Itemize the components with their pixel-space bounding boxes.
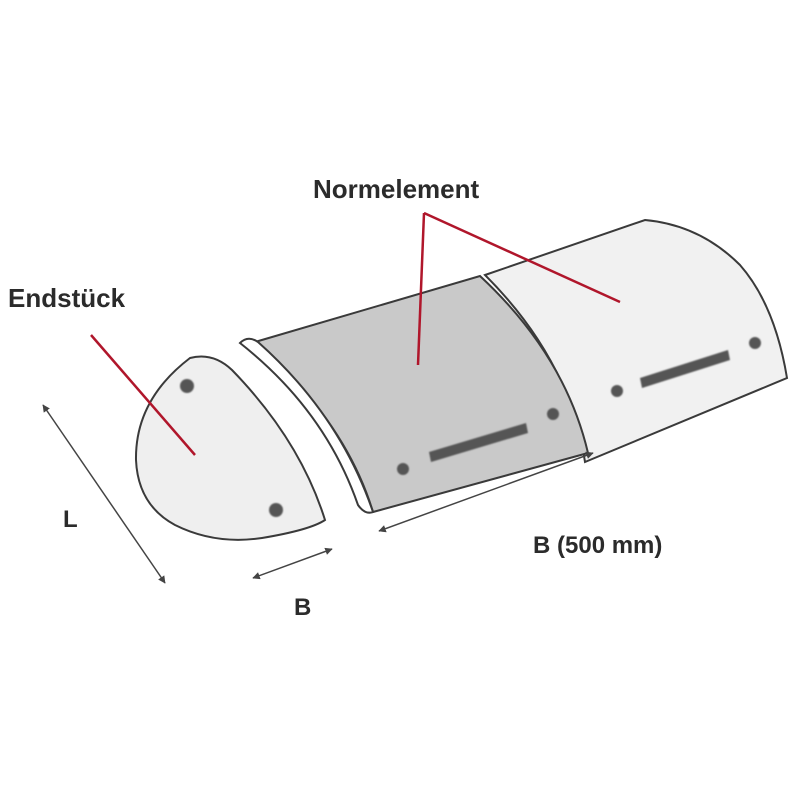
mounting-hole-icon	[749, 337, 761, 349]
label-width-normal: B (500 mm)	[533, 532, 662, 559]
reflector-slot-icon	[640, 350, 730, 388]
width-end-arrow	[252, 547, 333, 580]
label-length: L	[63, 506, 78, 533]
leader-lines	[90, 211, 621, 456]
mounting-hole-icon	[547, 408, 559, 420]
mounting-hole-icon	[180, 379, 194, 393]
dimension-arrows	[42, 404, 594, 584]
label-endstueck: Endstück	[8, 283, 126, 313]
length-arrow	[42, 404, 166, 584]
mounting-hole-icon	[397, 463, 409, 475]
mounting-hole-icon	[269, 503, 283, 517]
mounting-hole-icon	[611, 385, 623, 397]
width-normal-arrow	[378, 451, 594, 533]
label-normelement: Normelement	[313, 174, 479, 204]
label-width-end: B	[294, 594, 311, 621]
